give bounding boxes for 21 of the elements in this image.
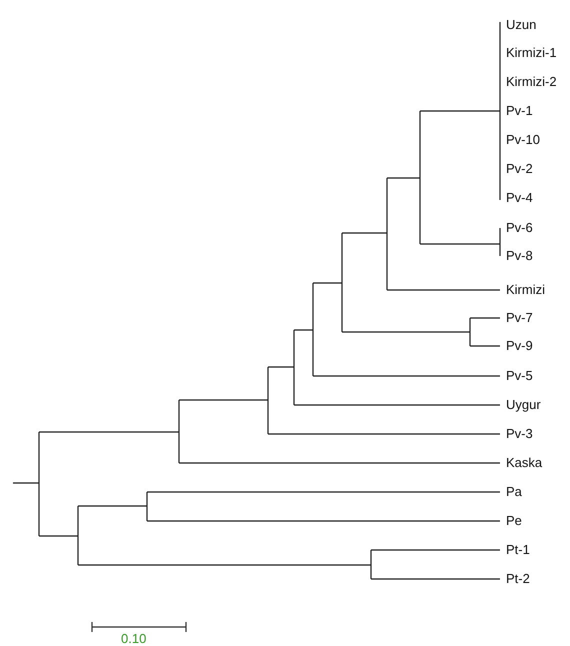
taxon-label: Pv-4 <box>506 190 533 206</box>
taxon-label: Kaska <box>506 455 542 471</box>
taxon-label: Pv-3 <box>506 426 533 442</box>
taxon-label: Pv-5 <box>506 368 533 384</box>
taxon-label: Kirmizi-2 <box>506 74 557 90</box>
taxon-label: Kirmizi-1 <box>506 45 557 61</box>
taxon-label: Kirmizi <box>506 282 545 298</box>
taxon-label: Pt-1 <box>506 542 530 558</box>
taxon-label: Pa <box>506 484 522 500</box>
taxon-label: Pv-8 <box>506 248 533 264</box>
taxon-label: Uzun <box>506 17 536 33</box>
taxon-label: Uygur <box>506 397 541 413</box>
taxon-label: Pv-10 <box>506 132 540 148</box>
taxon-label: Pv-1 <box>506 103 533 119</box>
taxon-label: Pv-6 <box>506 220 533 236</box>
taxon-label: Pt-2 <box>506 571 530 587</box>
scale-value: 0.10 <box>121 631 146 646</box>
taxon-label: Pv-2 <box>506 161 533 177</box>
taxon-label: Pe <box>506 513 522 529</box>
taxon-label: Pv-7 <box>506 310 533 326</box>
taxon-label: Pv-9 <box>506 338 533 354</box>
